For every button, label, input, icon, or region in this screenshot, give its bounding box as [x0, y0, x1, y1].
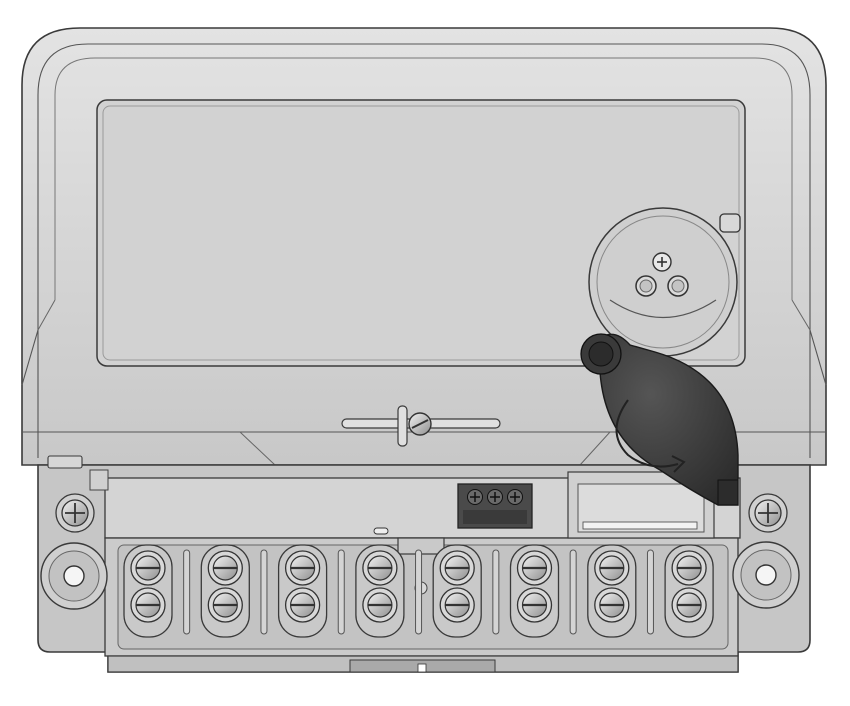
connector-pin [467, 489, 483, 505]
terminal-screw[interactable] [594, 587, 630, 623]
optical-port [588, 207, 738, 357]
terminal-divider [415, 549, 423, 635]
terminal-screw[interactable] [594, 550, 630, 586]
terminal-screw[interactable] [439, 550, 475, 586]
terminal-screw[interactable] [362, 587, 398, 623]
terminal-divider [260, 549, 268, 635]
terminal-screw[interactable] [207, 550, 243, 586]
terminal-divider [183, 549, 191, 635]
terminal-pair [432, 544, 482, 638]
terminal-divider [569, 549, 577, 635]
terminal-pair [200, 544, 250, 638]
terminal-screw[interactable] [671, 587, 707, 623]
terminal-pair [277, 544, 328, 638]
terminal-pair [123, 544, 173, 638]
interface-connector [457, 483, 533, 529]
seal-screw [341, 405, 501, 447]
terminal-screw[interactable] [439, 587, 475, 623]
connector-pin [507, 489, 523, 505]
terminal-screw[interactable] [362, 550, 398, 586]
fixing-screw-left [55, 493, 95, 533]
terminal-screw[interactable] [130, 587, 166, 623]
terminal-screw[interactable] [516, 550, 553, 586]
terminal-divider [337, 549, 345, 635]
sealing-cap[interactable] [580, 333, 739, 506]
terminal-screw[interactable] [284, 587, 321, 623]
terminal-pair [509, 544, 560, 638]
terminal-pair [355, 544, 405, 638]
terminal-divider [492, 549, 500, 635]
display-window [96, 99, 746, 367]
terminal-screw[interactable] [516, 587, 553, 623]
terminal-pair [587, 544, 637, 638]
mounting-hole-left [40, 542, 108, 610]
connector-pin [487, 489, 503, 505]
fixing-screw-right [748, 493, 788, 533]
terminal-screw[interactable] [671, 550, 707, 586]
terminal-pair [664, 544, 714, 638]
terminal-screw[interactable] [207, 587, 243, 623]
status-slot [373, 527, 389, 535]
terminal-divider [646, 549, 654, 635]
terminal-screw[interactable] [284, 550, 321, 586]
terminal-row [123, 544, 714, 638]
indicator-led [719, 213, 741, 233]
terminal-screw[interactable] [130, 550, 166, 586]
mounting-hole-right [732, 541, 800, 609]
